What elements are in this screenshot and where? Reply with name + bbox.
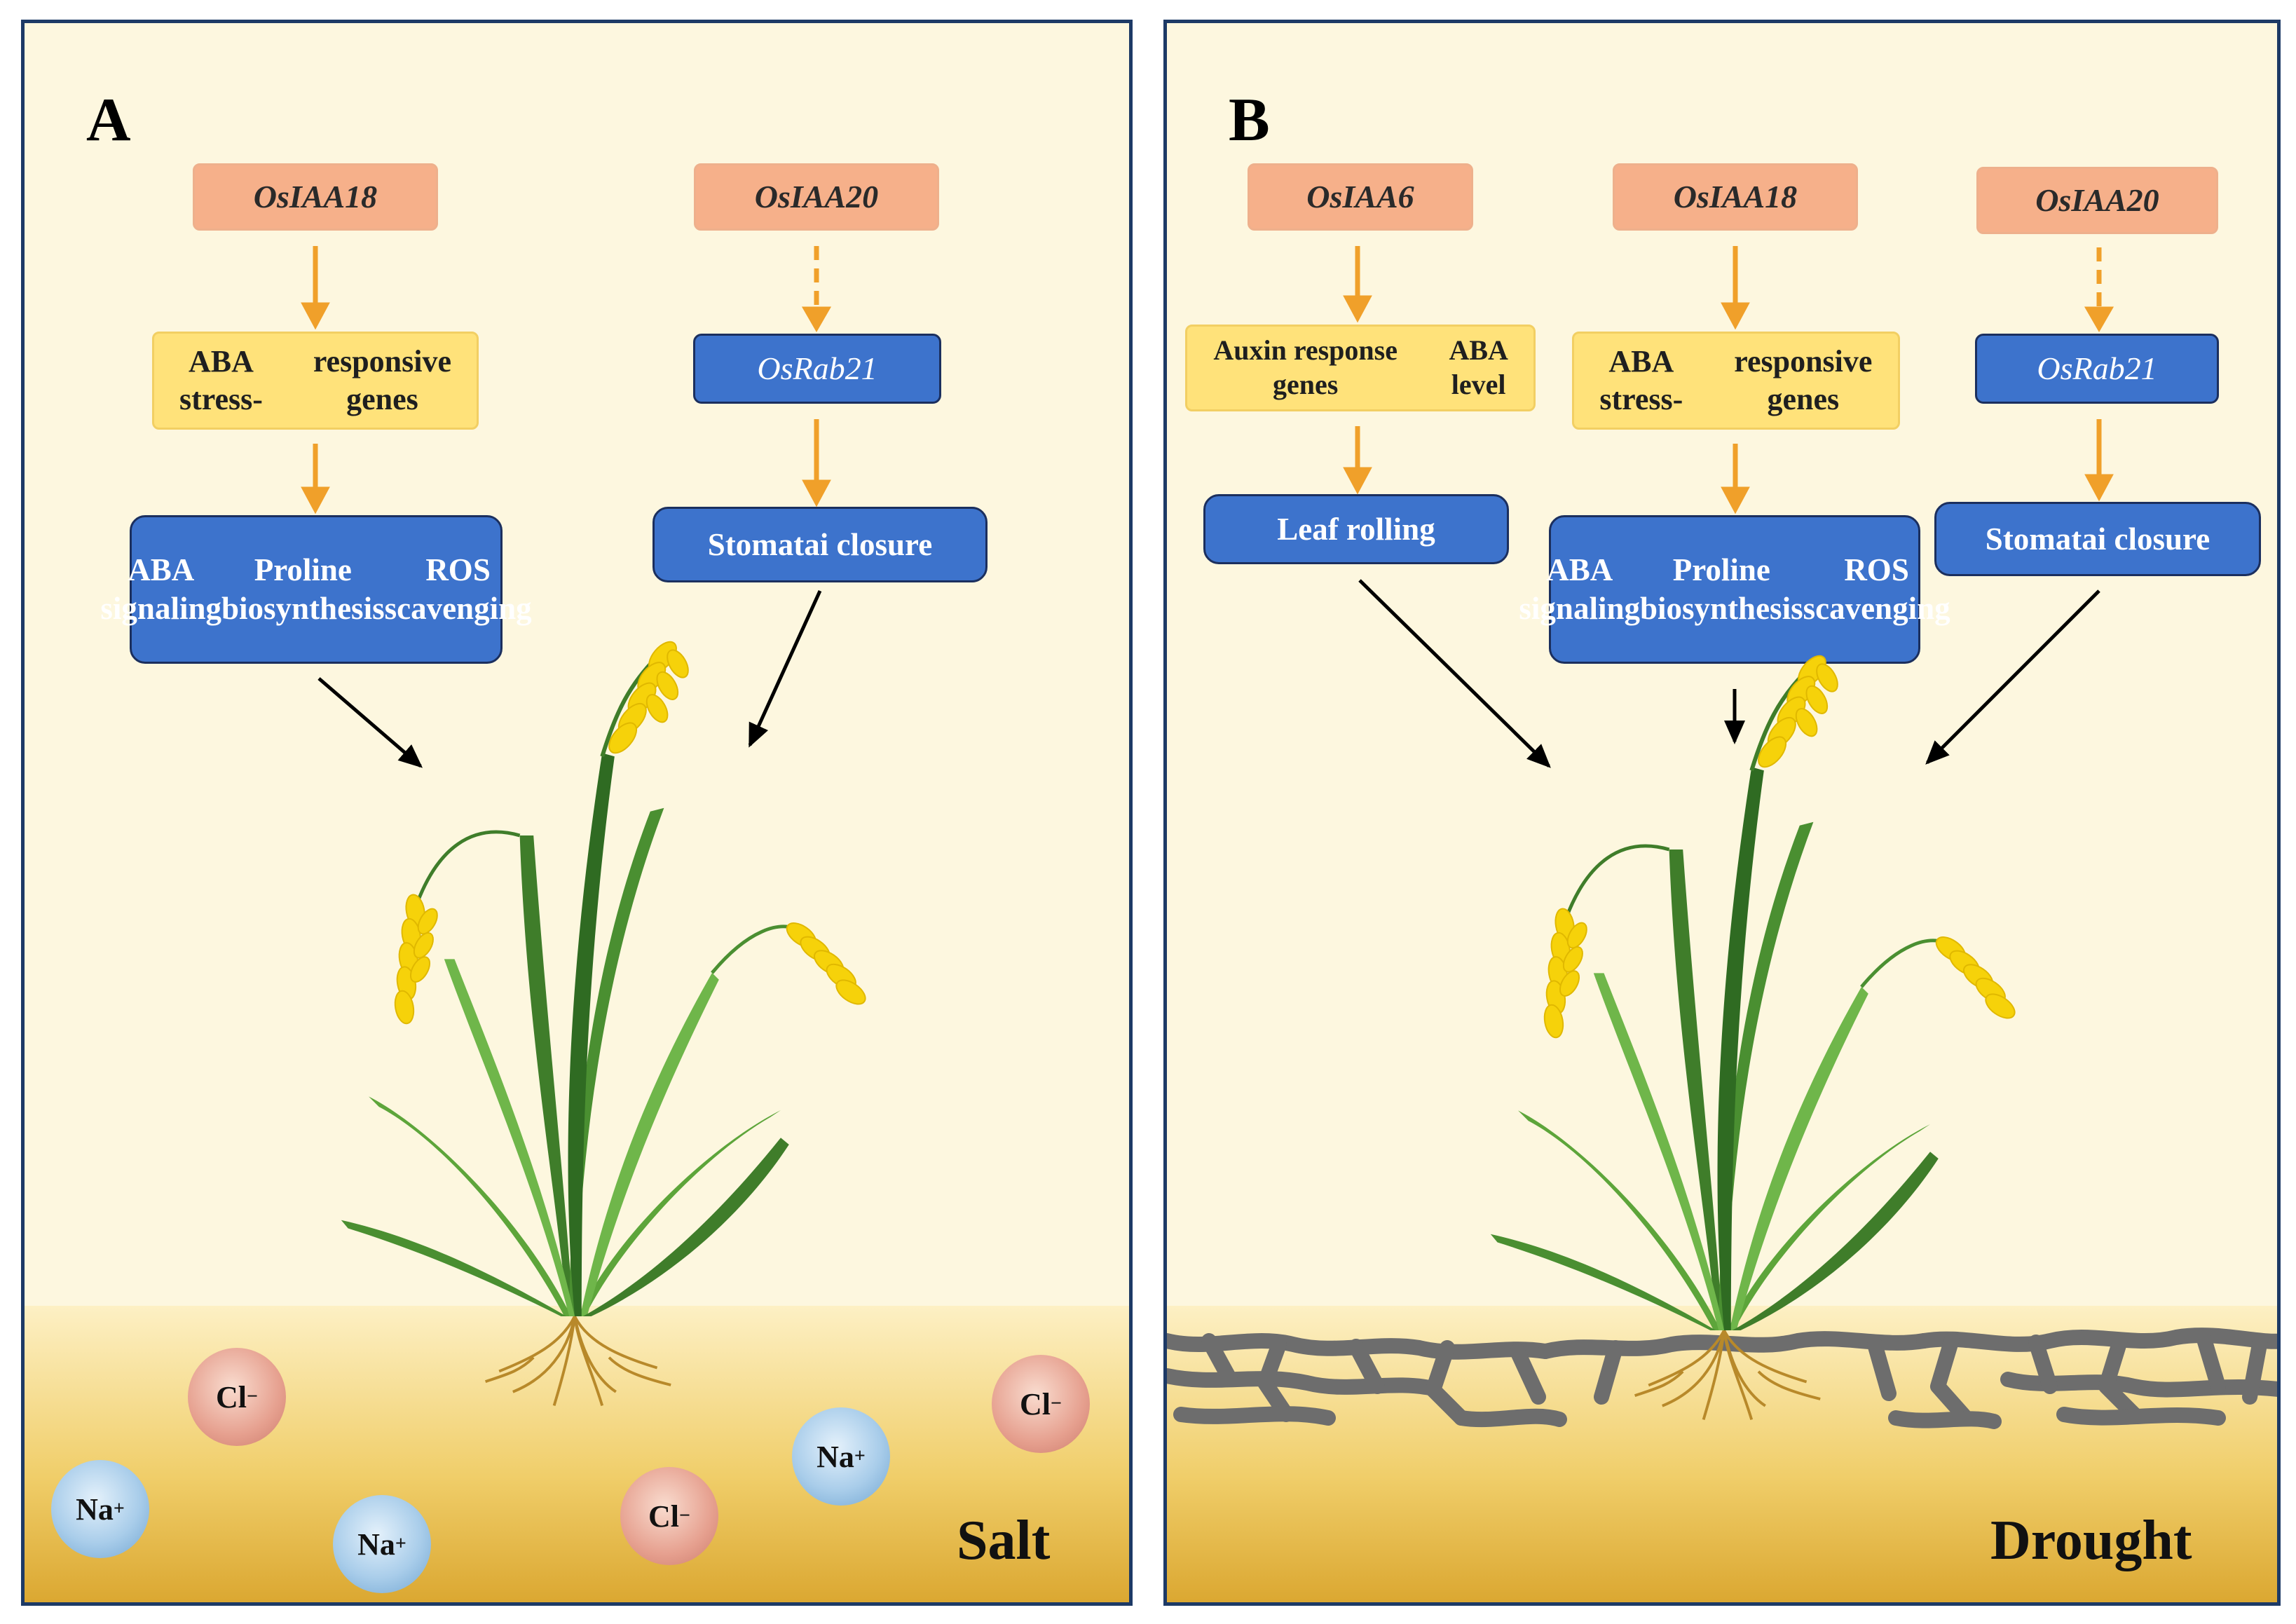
aba-genes-line2: responsive genes [313,344,452,416]
arrow-to-plant-right [1925,589,2100,765]
osrab21-box: OsRab21 [693,334,941,404]
condition-label-drought: Drought [1990,1510,2192,1571]
outcome-line1: ABA signaling [100,552,221,626]
cracked-soil-icon [1167,1328,2277,1429]
aba-genes-line1: ABA stress- [1599,344,1683,416]
gene-box-osiaa6: OsIAA6 [1248,163,1473,231]
aba-genes-line1: ABA stress- [179,344,263,416]
arrow-to-plant-left [1358,579,1551,768]
ion-icon: Cl− [188,1348,286,1446]
aba-signaling-outcome-box: ABA signaling Proline biosynthesis ROS s… [100,515,532,664]
rice-plant-icon [341,637,870,1406]
ion-icon: Na+ [333,1495,431,1593]
outcome-line2: Proline biosynthesis [221,552,385,626]
panel-a-salt: A OsIAA18 OsIAA20 ABA stress- responsive… [21,20,1133,1606]
panel-b-drought: B OsIAA6 OsIAA18 OsIAA20 Auxin response … [1163,20,2281,1606]
auxin-genes-line1: Auxin response genes [1213,334,1398,400]
ion-icon: Na+ [792,1407,890,1506]
stomatal-closure-box: Stomatai closure [652,507,988,582]
gene-box-osiaa20: OsIAA20 [694,163,939,231]
rice-plant-icon [1491,651,2019,1420]
panel-letter: B [1229,86,1270,154]
leaf-rolling-box: Leaf rolling [1203,494,1509,564]
osrab21-box: OsRab21 [1975,334,2219,404]
aba-genes-line2: responsive genes [1734,344,1873,416]
soil-icon [25,1306,1129,1602]
auxin-response-genes-box: Auxin response genes ABA level [1185,325,1536,411]
aba-stress-responsive-genes-box: ABA stress- responsive genes [152,332,479,430]
aba-stress-responsive-genes-box: ABA stress- responsive genes [1572,332,1900,430]
outcome-line1: ABA signaling [1519,552,1640,626]
ion-icon: Cl− [620,1467,718,1565]
arrows-layer [1167,246,2277,1429]
ion-icon: Cl− [992,1355,1090,1453]
outcome-line3: ROS scavenging [384,552,532,626]
gene-box-osiaa18: OsIAA18 [1613,163,1858,231]
arrows-layer [301,246,1133,1606]
arrow-to-plant-left [317,677,423,768]
arrow-to-plant-right [748,589,822,748]
auxin-genes-line2: ABA level [1449,334,1508,400]
gene-box-osiaa20: OsIAA20 [1976,167,2218,234]
aba-signaling-outcome-box: ABA signaling Proline biosynthesis ROS s… [1519,515,1950,664]
ion-icon: Na+ [51,1460,149,1558]
gene-box-osiaa18: OsIAA18 [193,163,438,231]
condition-label-salt: Salt [957,1510,1051,1571]
panel-letter: A [86,86,131,154]
stomatal-closure-box: Stomatai closure [1934,502,2261,576]
outcome-line2: Proline biosynthesis [1640,552,1803,626]
outcome-line3: ROS scavenging [1803,552,1950,626]
